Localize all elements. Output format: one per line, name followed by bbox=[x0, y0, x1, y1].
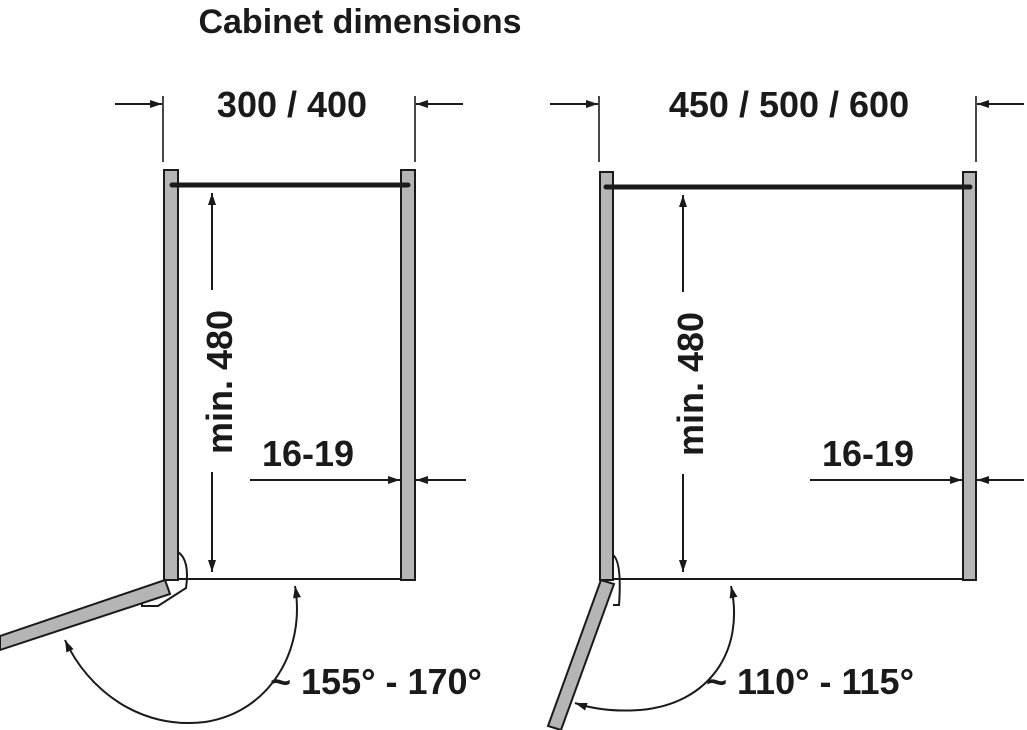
right-depth-label: min. 480 bbox=[670, 312, 711, 456]
left-angle-arc bbox=[64, 585, 301, 724]
left-open-door bbox=[0, 578, 172, 652]
right-width-label: 450 / 500 / 600 bbox=[669, 84, 909, 125]
left-width-label: 300 / 400 bbox=[217, 84, 367, 125]
left-thickness-label: 16-19 bbox=[262, 433, 354, 474]
right-cabinet-side-panel-left bbox=[599, 171, 614, 581]
right-cabinet: 450 / 500 / 600 min. 480 16-19 ~ 110° - … bbox=[546, 84, 1024, 730]
left-cabinet: 300 / 400 min. 480 16-19 ~ 155° - 170° bbox=[0, 84, 482, 724]
right-cabinet-side-panel-right bbox=[962, 171, 977, 581]
right-open-door bbox=[546, 578, 616, 730]
diagram-title: Cabinet dimensions bbox=[198, 3, 521, 41]
right-angle-label: ~ 110° - 115° bbox=[706, 661, 914, 702]
left-cabinet-side-panel-right bbox=[400, 169, 416, 581]
right-angle-arc bbox=[574, 585, 738, 712]
left-angle-label: ~ 155° - 170° bbox=[270, 661, 482, 702]
left-cabinet-side-panel-left bbox=[163, 169, 179, 581]
right-thickness-label: 16-19 bbox=[822, 433, 914, 474]
left-depth-label: min. 480 bbox=[199, 310, 240, 454]
